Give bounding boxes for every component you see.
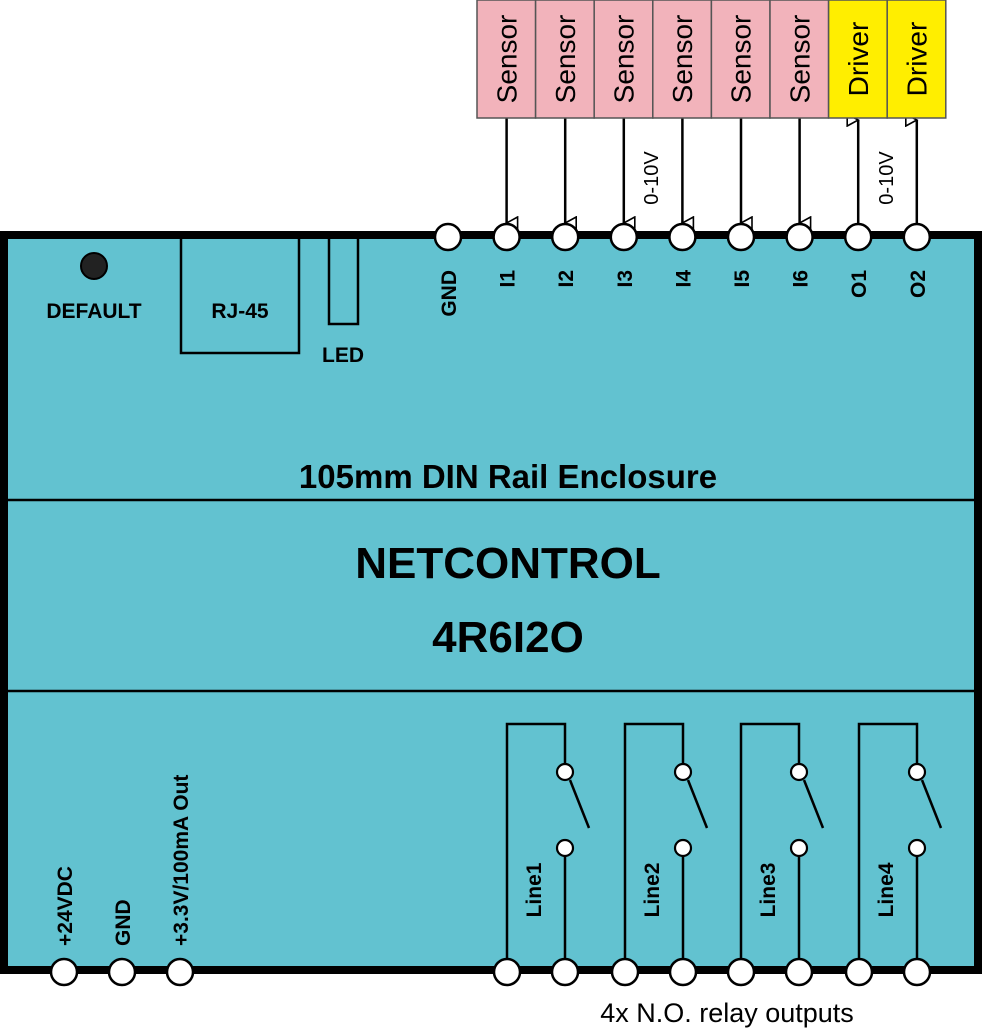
top-terminal-label: GND — [438, 270, 461, 317]
relay-terminal-a[interactable] — [610, 957, 640, 987]
driver-box-7 — [827, 0, 888, 119]
sensor-label: Sensor — [491, 15, 522, 104]
sensor-label: Sensor — [784, 15, 815, 104]
sensor-box-1 — [476, 0, 537, 119]
relay-switch-blade — [686, 779, 709, 829]
power-terminal-label: +24VDC — [54, 866, 77, 946]
power-terminal-label: +3.3V/100mA Out — [170, 775, 193, 946]
relay-terminal-b[interactable] — [550, 957, 580, 987]
power-terminal-1[interactable] — [49, 957, 79, 987]
relay-caption: 4x N.O. relay outputs — [600, 998, 854, 1028]
relay-contact-lower — [789, 838, 809, 858]
relay-wire — [623, 722, 685, 959]
relay-switch-blade — [920, 779, 943, 829]
sensor-box-6 — [769, 0, 830, 119]
relay-4: Line4 — [857, 722, 943, 959]
top-terminal-i5[interactable] — [726, 222, 756, 252]
led-indicator — [327, 234, 360, 326]
top-terminal-i4[interactable] — [668, 222, 697, 252]
relays-layer: Line1 Line2 Line3 Line4 — [505, 722, 943, 959]
driver-box-8 — [886, 0, 947, 119]
top-terminal-label: I2 — [555, 270, 578, 288]
top-terminal-label: I1 — [497, 270, 520, 288]
relay-wire — [739, 722, 801, 959]
relay-wire — [505, 722, 567, 959]
relay-switch-blade — [802, 779, 825, 829]
power-terminal-2[interactable] — [107, 957, 137, 987]
top-terminal-label: O2 — [907, 270, 930, 298]
top-terminal-gnd[interactable] — [433, 222, 463, 252]
wires-layer — [507, 118, 917, 223]
top-terminal-label: O1 — [848, 270, 871, 298]
relay-terminal-a[interactable] — [726, 957, 756, 987]
power-terminal-3[interactable] — [165, 957, 195, 987]
top-terminal-i1[interactable] — [492, 222, 521, 252]
top-terminal-label: I5 — [731, 270, 754, 288]
relay-label: Line3 — [757, 863, 780, 918]
relay-label: Line2 — [641, 863, 664, 918]
rj45-port — [179, 234, 301, 355]
sensor-box-4 — [652, 0, 713, 119]
relay-contact-lower — [907, 838, 927, 858]
driver-label: Driver — [902, 22, 933, 97]
default-button[interactable] — [80, 252, 108, 280]
top-terminal-label: I6 — [790, 270, 813, 288]
relay-label: Line4 — [875, 862, 898, 917]
top-terminal-o2[interactable] — [902, 222, 932, 252]
top-terminal-i3[interactable] — [609, 222, 639, 252]
relay-contact-upper — [673, 762, 693, 782]
product-name: NETCONTROL — [355, 539, 661, 588]
relay-contact-upper — [789, 762, 809, 782]
relay-contact-lower — [673, 838, 693, 858]
output-signal-label: 0-10V — [876, 151, 898, 205]
top-terminal-label: I4 — [672, 270, 695, 288]
relay-terminal-a[interactable] — [844, 957, 874, 987]
relay-switch-blade — [568, 779, 591, 829]
relay-wire — [857, 722, 919, 959]
sensor-label: Sensor — [609, 15, 640, 104]
top-terminal-i2[interactable] — [550, 222, 580, 252]
sensor-box-5 — [710, 0, 771, 119]
relay-terminal-a[interactable] — [492, 957, 522, 987]
enclosure-body — [0, 231, 982, 974]
relay-terminal-b[interactable] — [784, 957, 814, 987]
default-label: DEFAULT — [46, 300, 141, 323]
power-terminal-label: GND — [112, 899, 135, 946]
relay-contact-lower — [555, 838, 575, 858]
relay-2: Line2 — [623, 722, 709, 959]
sensor-label: Sensor — [726, 15, 757, 104]
relay-terminal-b[interactable] — [668, 957, 698, 987]
top-terminal-i6[interactable] — [785, 222, 814, 252]
sensor-label: Sensor — [667, 15, 698, 104]
relay-label: Line1 — [523, 862, 546, 917]
product-model: 4R6I2O — [432, 613, 584, 662]
enclosure-subtitle: 105mm DIN Rail Enclosure — [299, 458, 717, 495]
input-signal-label: 0-10V — [641, 151, 663, 205]
terminals-layer — [49, 222, 932, 987]
relay-3: Line3 — [739, 722, 825, 959]
devices-layer: Sensor Sensor Sensor Sensor Sensor Sensor Driv… — [476, 0, 947, 119]
driver-label: Driver — [843, 22, 874, 97]
relay-1: Line1 — [505, 722, 591, 959]
relay-contact-upper — [907, 762, 927, 782]
led-label: LED — [322, 344, 364, 367]
labels-layer: GND I1 I2 I3 I4 I5 I6 O1 O2 +24VDC GND +3.3V/100mA … — [54, 270, 930, 946]
rj45-label: RJ-45 — [211, 300, 269, 323]
top-terminal-o1[interactable] — [843, 222, 873, 252]
sensor-label: Sensor — [550, 15, 581, 104]
top-terminal-label: I3 — [614, 270, 637, 288]
relay-contact-upper — [555, 762, 575, 782]
relay-terminal-b[interactable] — [902, 957, 932, 987]
